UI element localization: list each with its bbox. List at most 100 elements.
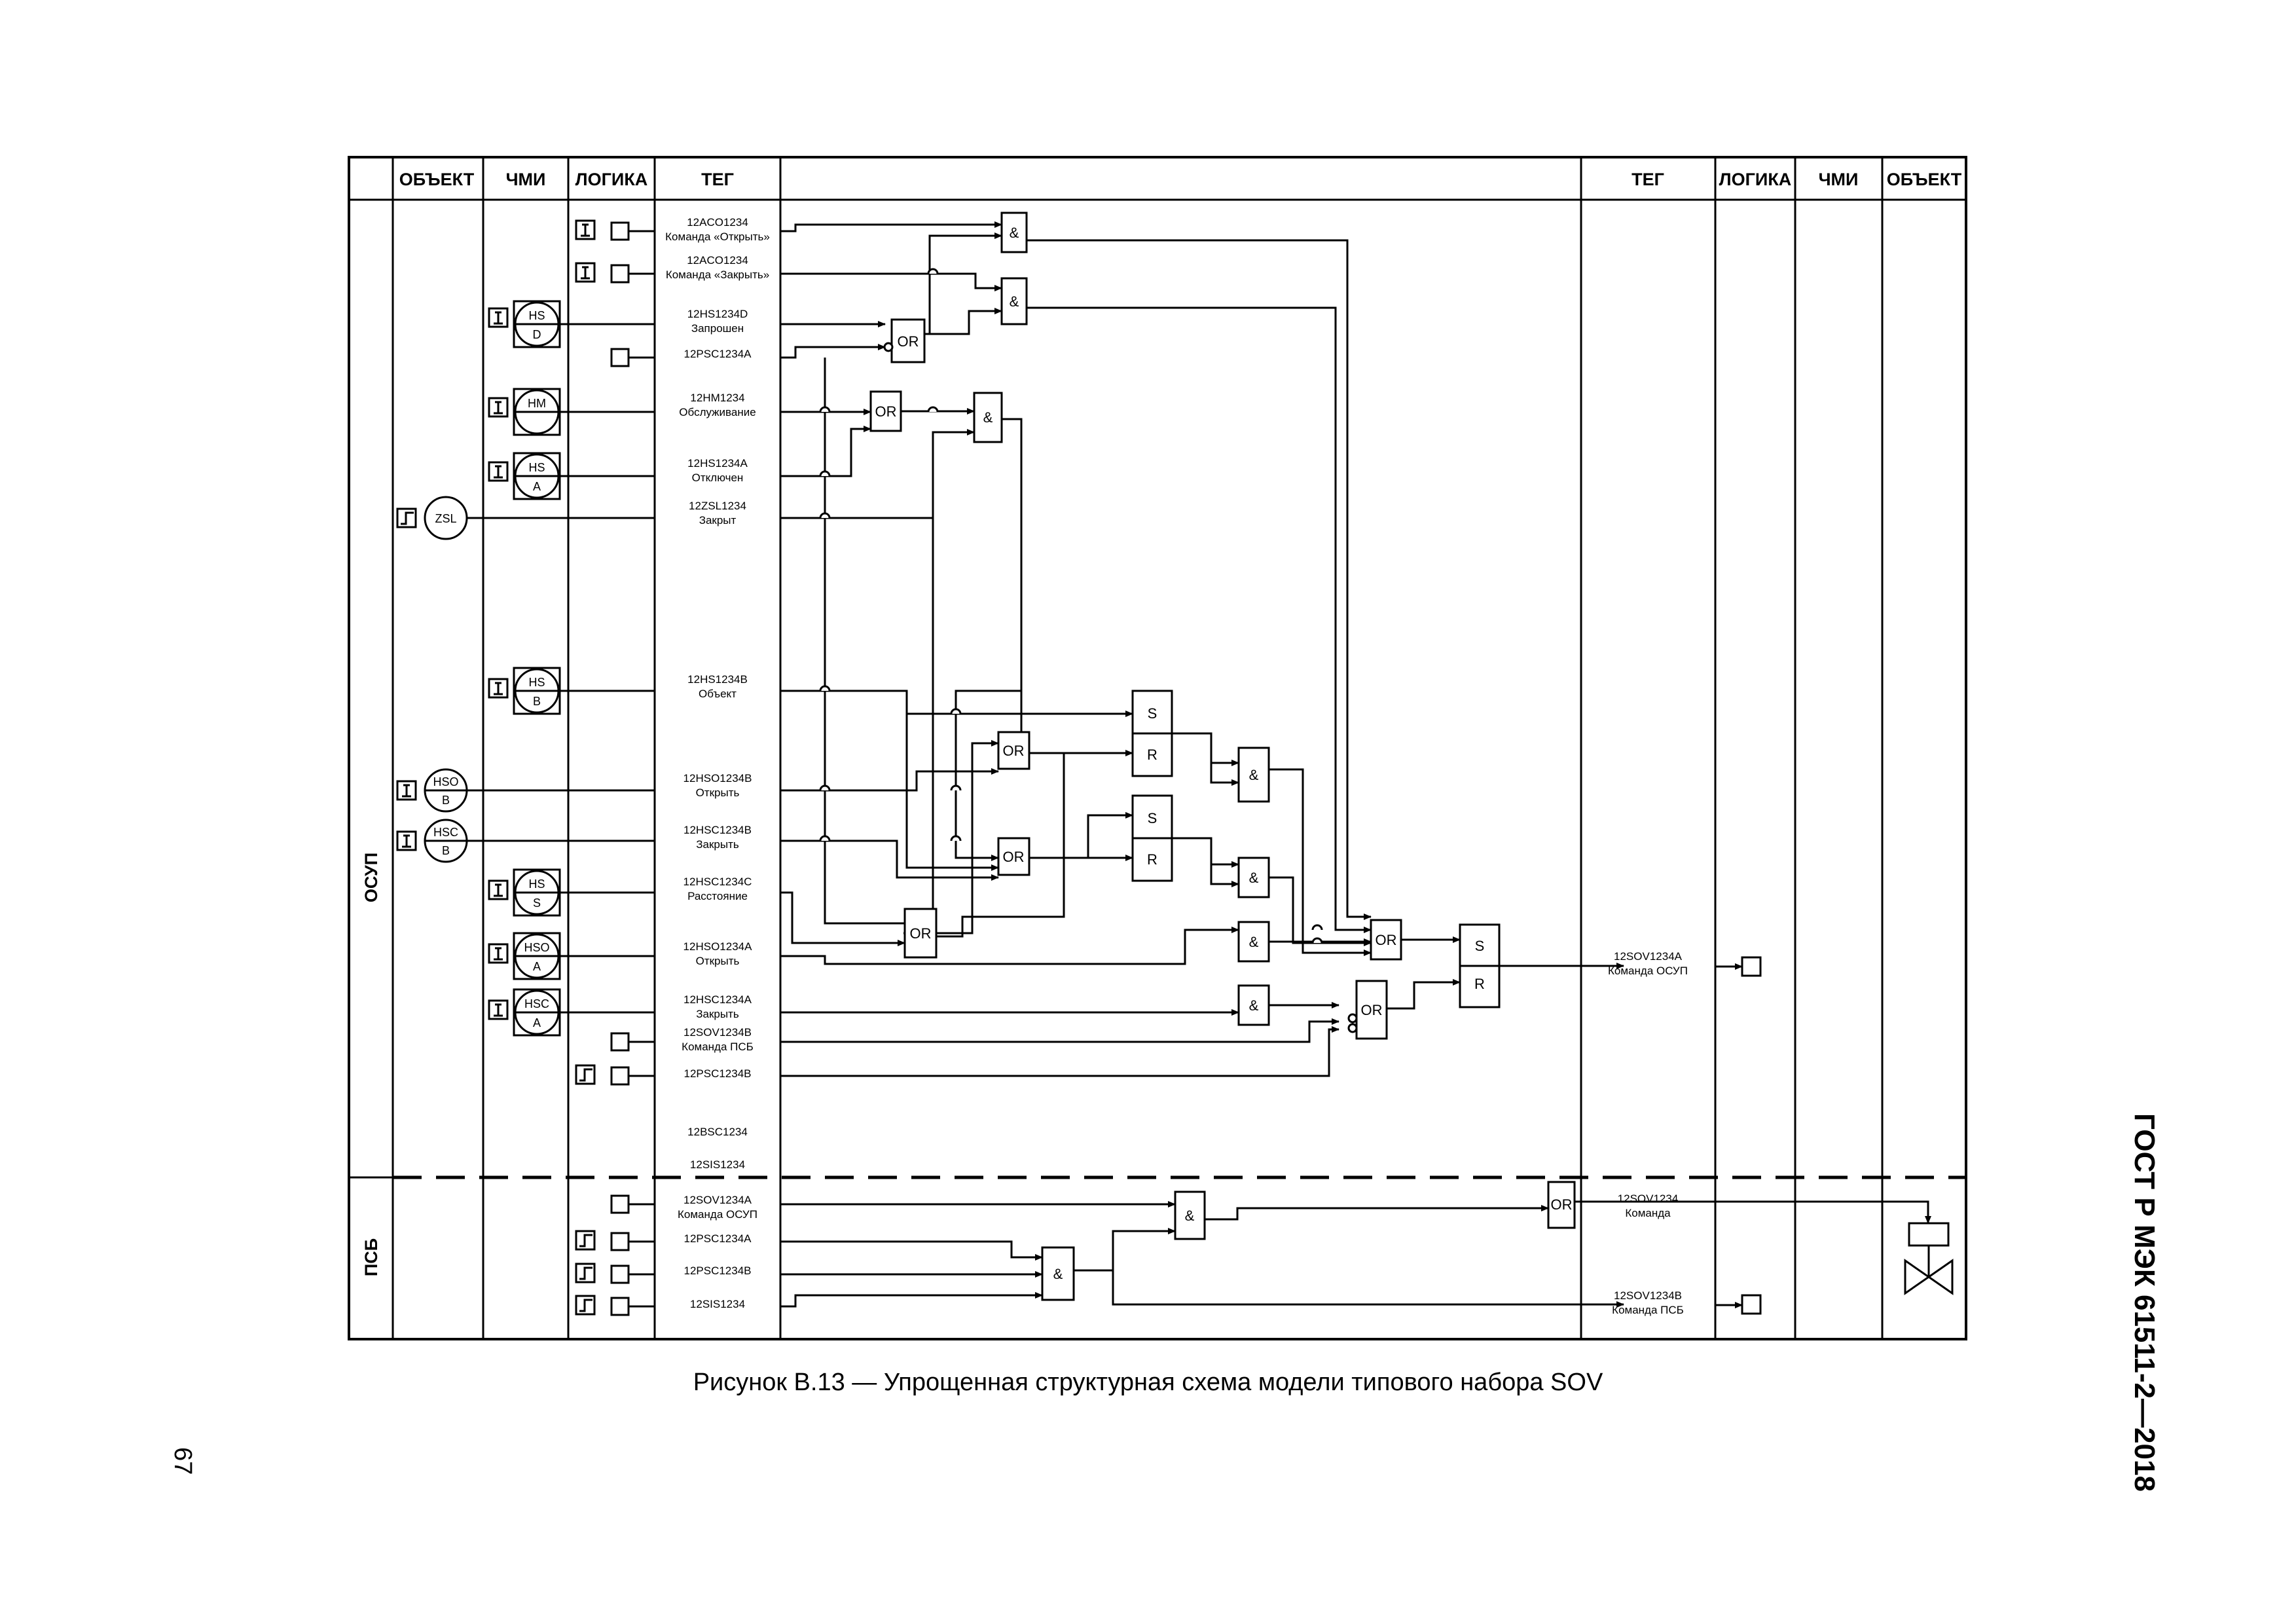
and-gate [1237,747,1270,803]
tag-name: 12SOV1234 [1618,1192,1679,1205]
tag-name: 12HS1234D [687,308,748,320]
step-signal-icon [575,1263,596,1283]
tag-name: 12SIS1234 [690,1158,745,1171]
svg-text:&: & [1010,293,1019,310]
tag-box-icon [610,1194,630,1214]
tag-name: 12SOV1234A [1614,950,1683,963]
pushbutton-glyph [581,223,590,237]
tag-name: 12HM1234 [690,392,744,404]
tag-desc: Команда ПСБ [1612,1304,1684,1316]
tag-box-icon [610,1232,630,1251]
svg-text:R: R [1474,976,1485,992]
svg-text:B: B [442,794,450,807]
svg-text:HS: HS [528,461,545,474]
svg-text:HS: HS [528,309,545,322]
tag-desc: Команда «Открыть» [665,231,770,243]
header-hmi-right: ЧМИ [1819,170,1859,189]
tag-box-icon [610,348,630,367]
step-signal-icon [575,1064,596,1085]
header-object-right: ОБЪЕКТ [1887,170,1962,189]
svg-text:OR: OR [1376,932,1397,948]
tag-name: 12ACO1234 [687,216,748,229]
svg-text:B: B [442,844,450,857]
or-gate [869,390,902,432]
svg-text:A: A [533,960,541,973]
and-gate [973,392,1003,443]
tag-name: 12HSC1234C [683,876,752,888]
header-hmi-left: ЧМИ [506,170,546,189]
tag-desc: Расстояние [687,890,748,902]
table-frame [348,156,1967,1340]
tag-desc: Открыть [696,786,740,799]
svg-text:S: S [533,896,541,910]
or-gate [890,318,926,363]
tag-desc: Закрыть [696,1008,739,1020]
logic-column-symbols [575,219,630,1316]
left-tags: 12ACO1234 Команда «Открыть» 12ACO1234 Ко… [665,216,770,1310]
tag-name: 12SIS1234 [690,1298,745,1310]
header-logic-left: ЛОГИКА [575,170,648,189]
tag-name: 12HSC1234B [683,824,752,836]
and-gate [1237,857,1270,898]
svg-text:B: B [533,695,541,708]
tag-box-icon [610,1297,630,1316]
or-gate [1547,1181,1576,1229]
page-number-text: 67 [169,1447,196,1475]
svg-text:&: & [1249,767,1259,783]
zone-label-lower: ПСБ [361,1238,381,1276]
svg-text:&: & [1010,225,1019,241]
tag-desc: Объект [699,688,737,700]
inverter-bubble [1347,1013,1358,1024]
tag-desc: Команда ОСУП [1608,965,1688,977]
inverter-bubble [883,342,894,352]
tag-desc: Открыть [696,955,740,967]
tag-desc: Команда ПСБ [682,1041,754,1053]
tag-desc: Обслуживание [679,406,756,418]
svg-text:OR: OR [1003,849,1025,865]
step-signal-icon [575,1230,596,1251]
pushbutton-icon [396,830,417,851]
and-gate [1000,277,1028,325]
svg-text:OR: OR [1361,1002,1383,1018]
svg-text:&: & [983,409,993,426]
tag-name: 12ACO1234 [687,254,748,267]
tag-desc: Отключен [692,471,744,484]
svg-text:HSC: HSC [524,997,549,1010]
tag-box-icon [610,1264,630,1284]
svg-text:D: D [533,328,541,341]
pushbutton-icon [488,307,509,328]
wire-crossings [819,268,1323,944]
or-gate [997,837,1030,876]
svg-text:A: A [533,480,541,493]
svg-text:S: S [1148,810,1157,826]
svg-text:HSO: HSO [433,775,458,788]
svg-text:OR: OR [1551,1196,1573,1213]
output-box-icon [1741,956,1762,977]
figure-caption: Рисунок В.13 — Упрощенная структурная сх… [693,1369,1603,1396]
svg-text:OR: OR [875,403,897,420]
and-gate [1237,984,1270,1026]
tag-name: 12PSC1234B [683,1067,751,1080]
svg-text:HS: HS [528,676,545,689]
and-gate [1000,212,1028,253]
svg-text:ZSL: ZSL [435,512,456,525]
solenoid-valve-icon [1904,1222,1954,1295]
tag-name: 12HSO1234A [683,940,753,953]
tag-desc: Закрыть [696,838,739,851]
pushbutton-icon [396,780,417,801]
svg-text:OR: OR [1003,743,1025,759]
tag-name: 12HS1234A [687,457,748,470]
svg-text:&: & [1249,870,1259,886]
svg-text:R: R [1147,851,1157,868]
header-tag-left: ТЕГ [701,170,734,189]
tag-desc: Запрошен [691,322,744,335]
tag-name: 12HSC1234A [683,993,752,1006]
and-gate [1237,921,1270,963]
pushbutton-icon [575,262,596,283]
tag-name: 12HSO1234B [683,772,752,784]
tag-name: 12PSC1234A [683,1232,752,1245]
and-gate [1041,1246,1075,1301]
tag-box-icon [610,221,630,241]
